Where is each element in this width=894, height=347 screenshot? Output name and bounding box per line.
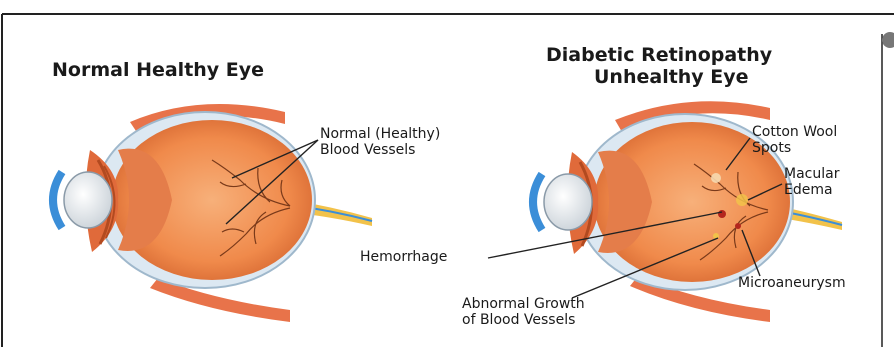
macular-edema-label-line2: Edema	[784, 182, 833, 198]
normal-eye-title: Normal Healthy Eye	[52, 59, 264, 81]
hemorrhage-label: Hemorrhage	[360, 249, 447, 265]
abnormal-growth-label-line2: of Blood Vessels	[462, 312, 575, 328]
macular-edema-label-line1: Macular	[784, 166, 839, 182]
macular-edema-spot	[736, 194, 748, 206]
hemorrhage-spot	[718, 210, 726, 218]
cotton-wool-spot	[711, 173, 721, 183]
diabetic-eye-title-line1: Diabetic Retinopathy	[546, 44, 772, 66]
cotton-wool-label-line2: Spots	[752, 140, 791, 156]
cotton-wool-label-line1: Cotton Wool	[752, 124, 837, 140]
microaneurysm-label: Microaneurysm	[738, 275, 846, 291]
abnormal-growth-label-line1: Abnormal Growth	[462, 296, 585, 312]
microaneurysm-spot	[735, 223, 741, 229]
vessels-label-line2: Blood Vessels	[320, 142, 415, 158]
diabetic-eye-title-line2: Unhealthy Eye	[594, 66, 749, 88]
vessels-label-line1: Normal (Healthy)	[320, 126, 440, 142]
